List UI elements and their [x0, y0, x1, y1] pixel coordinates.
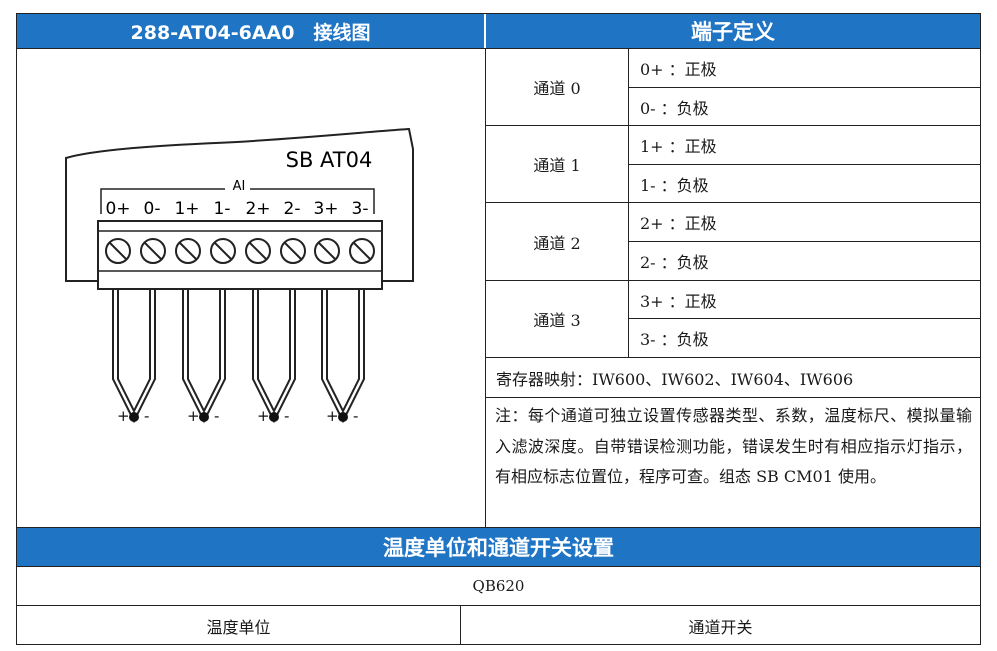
terminal-label: 0- — [144, 199, 161, 219]
temperature-unit-header: 温度单位 — [206, 617, 271, 637]
left-header-title: 288-AT04-6AA0 接线图 — [130, 21, 371, 44]
terminal-label: 1+ — [174, 199, 199, 219]
channel-1-negative: 1- ：负极 — [640, 175, 709, 195]
terminal-label: 1- — [214, 199, 231, 219]
register-map: 寄存器映射：IW600、IW602、IW604、IW606 — [496, 369, 854, 389]
channel-1-label: 通道 1 — [533, 156, 581, 175]
svg-text:+: + — [117, 407, 130, 425]
terminal-labels: 0+ 0- 1+ 1- 2+ 2- 3+ 3- — [105, 199, 368, 219]
channel-2-positive: 2+ ：正极 — [640, 214, 717, 233]
register-row: QB620 — [17, 567, 980, 605]
register-row-value: QB620 — [472, 577, 525, 595]
module-note: 注：每个通道可独立设置传感器类型、系数，温度标尺、模拟量输入滤波深度。自带错误检… — [495, 406, 972, 486]
wiring-diagram: SB AT04 AI 0+ 0- 1+ 1- 2+ 2- 3+ 3- +- +- — [65, 127, 414, 425]
right-header-title: 端子定义 — [691, 20, 775, 44]
channel-1-positive: 1+ ：正极 — [640, 137, 717, 156]
svg-text:-: - — [144, 407, 149, 425]
svg-text:-: - — [353, 407, 358, 425]
terminal-label: 3+ — [313, 199, 338, 219]
svg-text:-: - — [214, 407, 219, 425]
terminal-label: 2- — [284, 199, 301, 219]
bottom-header-title: 温度单位和通道开关设置 — [383, 536, 614, 560]
module-name: SB AT04 — [286, 148, 373, 172]
sensor-junctions — [129, 412, 348, 422]
channel-3-label: 通道 3 — [533, 311, 581, 330]
svg-text:-: - — [284, 407, 289, 425]
channel-2-label: 通道 2 — [533, 233, 581, 253]
channel-3-positive: 3+ ：正极 — [640, 291, 717, 311]
svg-text:+: + — [257, 407, 270, 425]
terminal-label: 0+ — [105, 199, 130, 219]
channel-0-positive: 0+ ：正极 — [640, 60, 717, 79]
channel-0-label: 通道 0 — [533, 79, 581, 98]
terminal-label: 2+ — [245, 199, 270, 219]
sensor-wires — [112, 289, 365, 424]
channel-2-negative: 2- ：负极 — [640, 253, 709, 272]
svg-text:+: + — [326, 407, 339, 425]
table-frame — [16, 13, 981, 645]
channel-switch-header: 通道开关 — [688, 617, 753, 637]
terminal-label: 3- — [352, 199, 369, 219]
svg-text:+: + — [187, 407, 200, 425]
ai-label: AI — [233, 179, 246, 194]
channel-0-negative: 0- ：负极 — [640, 98, 709, 118]
left-header: 288-AT04-6AA0 接线图 — [17, 14, 484, 48]
right-header: 端子定义 — [486, 14, 980, 48]
bottom-header: 温度单位和通道开关设置 — [17, 528, 980, 566]
channel-3-negative: 3- ：负极 — [640, 330, 709, 349]
